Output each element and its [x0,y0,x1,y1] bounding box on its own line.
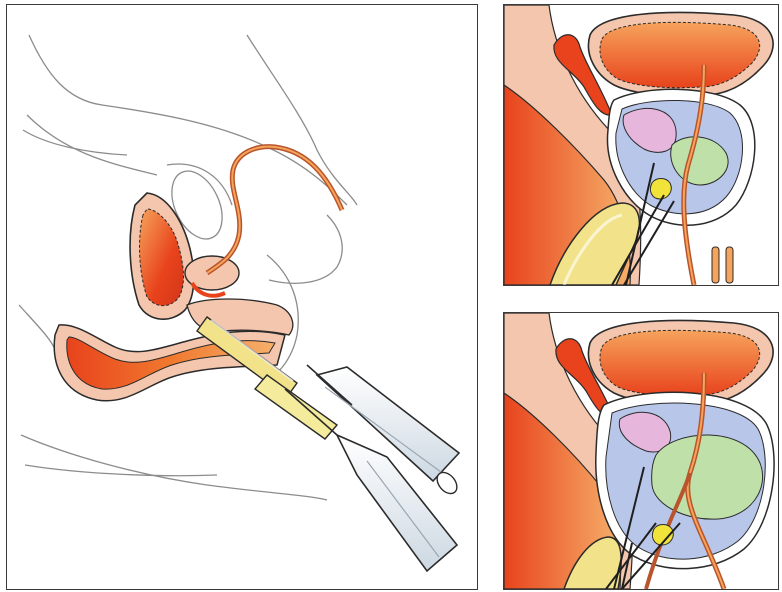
lesion [650,179,671,200]
prostate-detail-illustration-bottom [504,313,778,589]
biopsy-gun [285,365,461,571]
transition-zone [652,435,763,519]
detail-panel-bottom [503,312,779,590]
sagittal-pelvis-illustration [7,5,477,589]
detail-panel-top [503,4,779,286]
sphincter [712,247,733,283]
main-diagram-panel [6,4,478,590]
prostate-detail-illustration-top [504,5,778,285]
urethra [207,147,342,273]
